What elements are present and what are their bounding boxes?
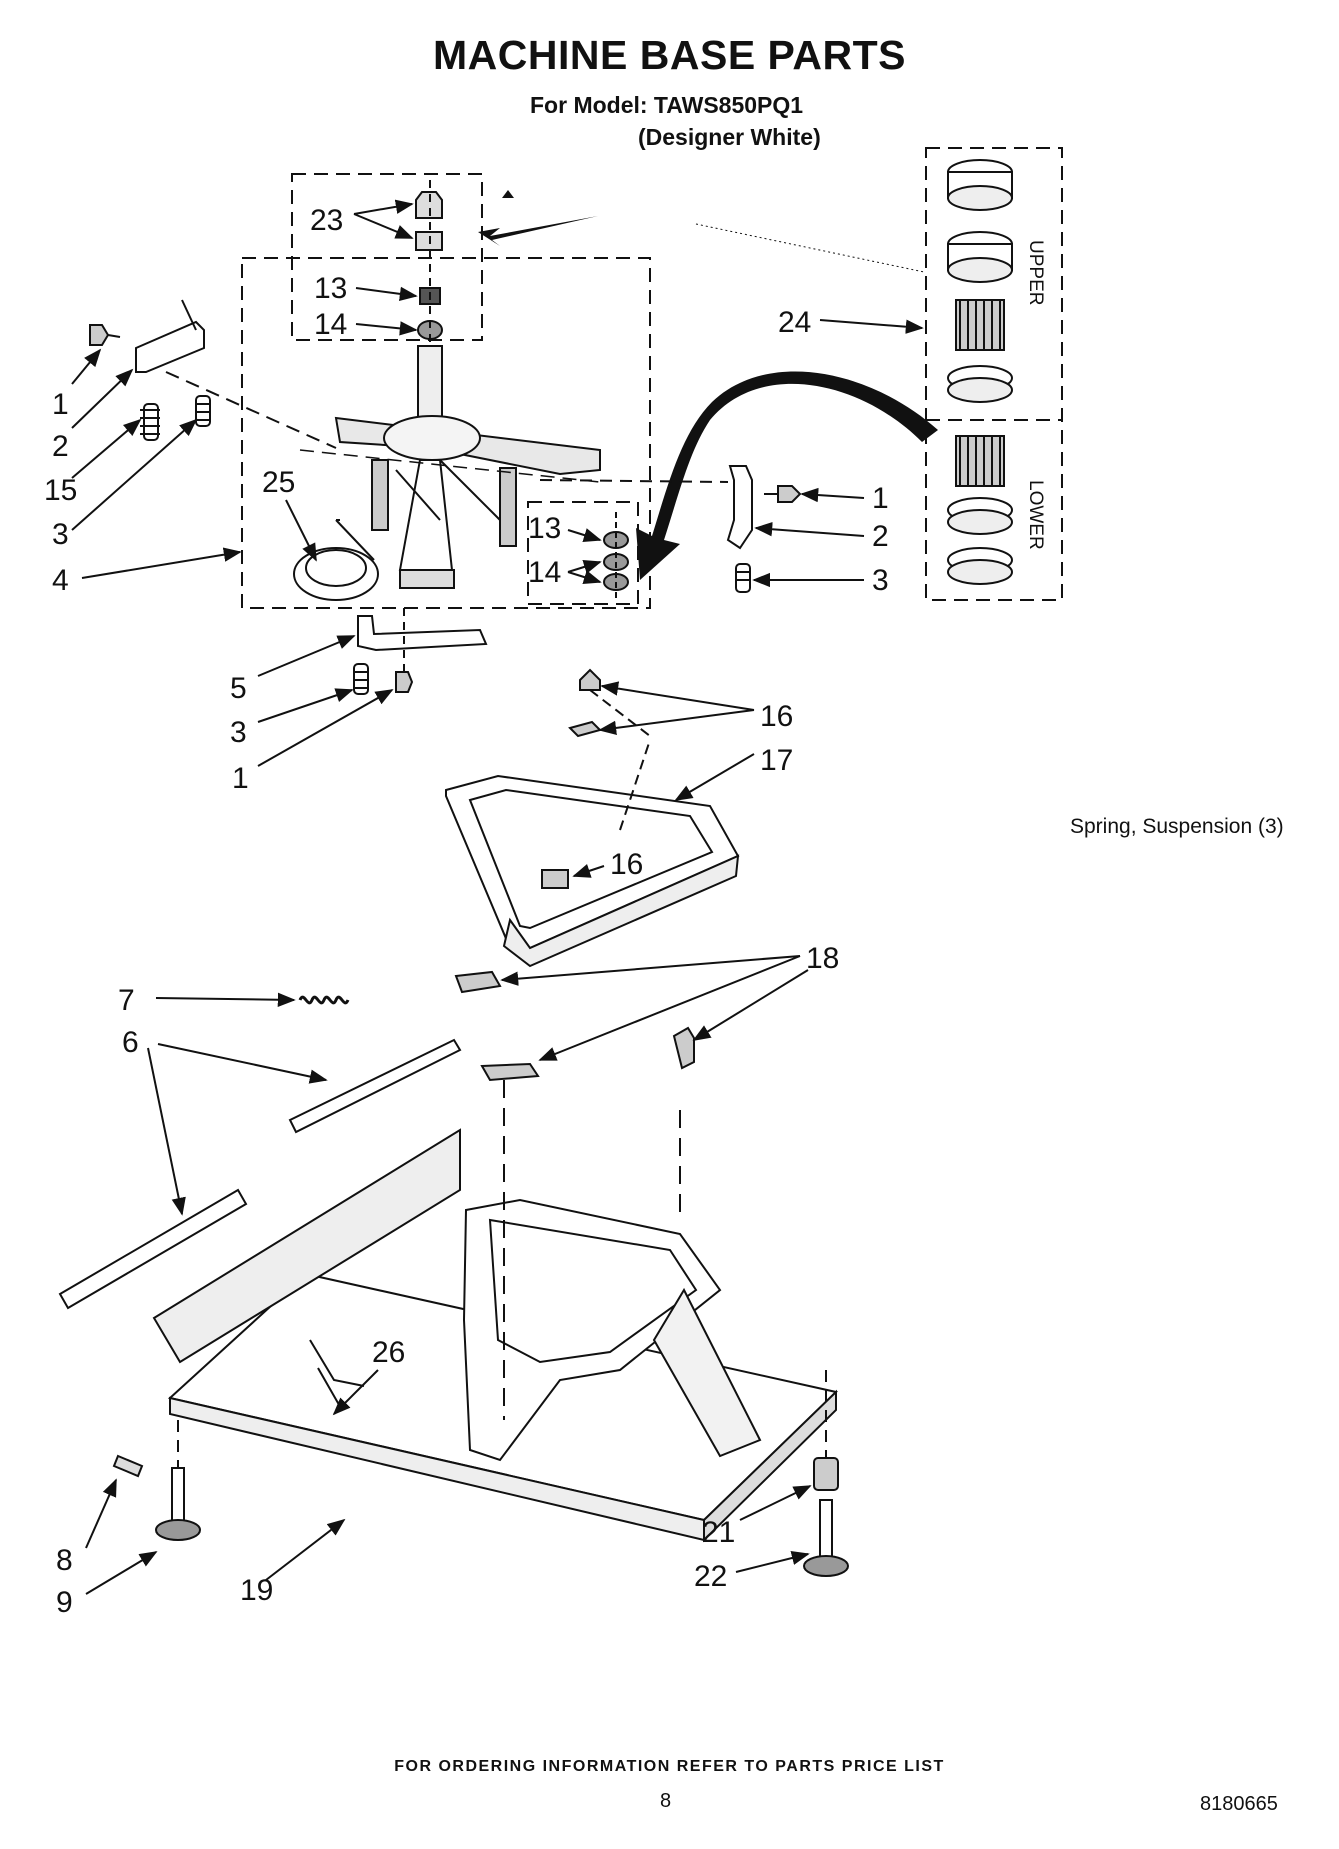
suspension-base	[445, 668, 740, 968]
callout-1a: 1	[52, 388, 69, 421]
kit-lower-label: LOWER	[1025, 480, 1046, 550]
kit-upper-label: UPPER	[1025, 240, 1046, 305]
callout-22: 22	[694, 1560, 727, 1593]
lower-bushings	[603, 512, 629, 600]
small-marker	[502, 190, 514, 198]
callout-23: 23	[310, 204, 343, 237]
model-line: For Model: TAWS850PQ1	[530, 92, 804, 118]
transmission-base	[334, 345, 601, 589]
kit-parts	[947, 159, 1013, 585]
callout-13a: 13	[314, 272, 347, 305]
callout-1b: 1	[872, 482, 889, 515]
callout-8: 8	[56, 1544, 73, 1577]
callout-6: 6	[122, 1026, 139, 1059]
callout-3b: 3	[872, 564, 889, 597]
base-braces	[58, 1038, 462, 1310]
spring-7	[298, 995, 350, 1005]
leader-arrows	[71, 199, 924, 1595]
lower-bracket-group	[353, 608, 488, 695]
bushing-stack	[415, 180, 443, 350]
callout-7: 7	[118, 984, 135, 1017]
ordering-note: FOR ORDERING INFORMATION REFER TO PARTS …	[394, 1758, 945, 1775]
leveling-pads	[454, 970, 695, 1082]
callout-25: 25	[262, 466, 295, 499]
callout-3c: 3	[230, 716, 247, 749]
callout-5: 5	[230, 672, 247, 705]
variant-label: (Designer White)	[638, 124, 821, 150]
right-bracket-group	[539, 465, 802, 593]
callout-3a: 3	[52, 518, 69, 551]
callout-21: 21	[702, 1516, 735, 1549]
callout-14b: 14	[528, 556, 561, 589]
snubber-ring	[293, 519, 379, 601]
insert-arrow	[478, 216, 598, 246]
callout-26: 26	[372, 1336, 405, 1369]
callout-14a: 14	[314, 308, 347, 341]
page-number: 8	[660, 1790, 672, 1812]
callout-16b: 16	[610, 848, 643, 881]
callout-labels: 1 2 15 3 4 23 13 14 25 13 14 24 1 2 3 5 …	[44, 204, 889, 1619]
callout-2a: 2	[52, 430, 69, 463]
left-bracket-group	[89, 299, 337, 449]
callout-1c: 1	[232, 762, 249, 795]
kit-leader	[695, 223, 925, 273]
agitator-base-box	[241, 257, 651, 609]
callout-13b: 13	[528, 512, 561, 545]
callout-4: 4	[52, 564, 69, 597]
base-frame	[152, 1080, 839, 1543]
kit-curved-arrow	[636, 371, 938, 580]
callout-24: 24	[778, 306, 811, 339]
callout-17: 17	[760, 744, 793, 777]
left-foot	[112, 1420, 201, 1541]
callout-9: 9	[56, 1586, 73, 1619]
callout-2b: 2	[872, 520, 889, 553]
callout-15: 15	[44, 474, 77, 507]
spring-note: Spring, Suspension (3)	[1070, 815, 1284, 838]
callout-16a: 16	[760, 700, 793, 733]
page-title: MACHINE BASE PARTS	[433, 32, 906, 78]
document-number: 8180665	[1200, 1793, 1278, 1815]
kit-box	[925, 147, 1063, 601]
right-foot	[803, 1370, 849, 1577]
callout-18: 18	[806, 942, 839, 975]
frame-dash	[299, 449, 601, 483]
